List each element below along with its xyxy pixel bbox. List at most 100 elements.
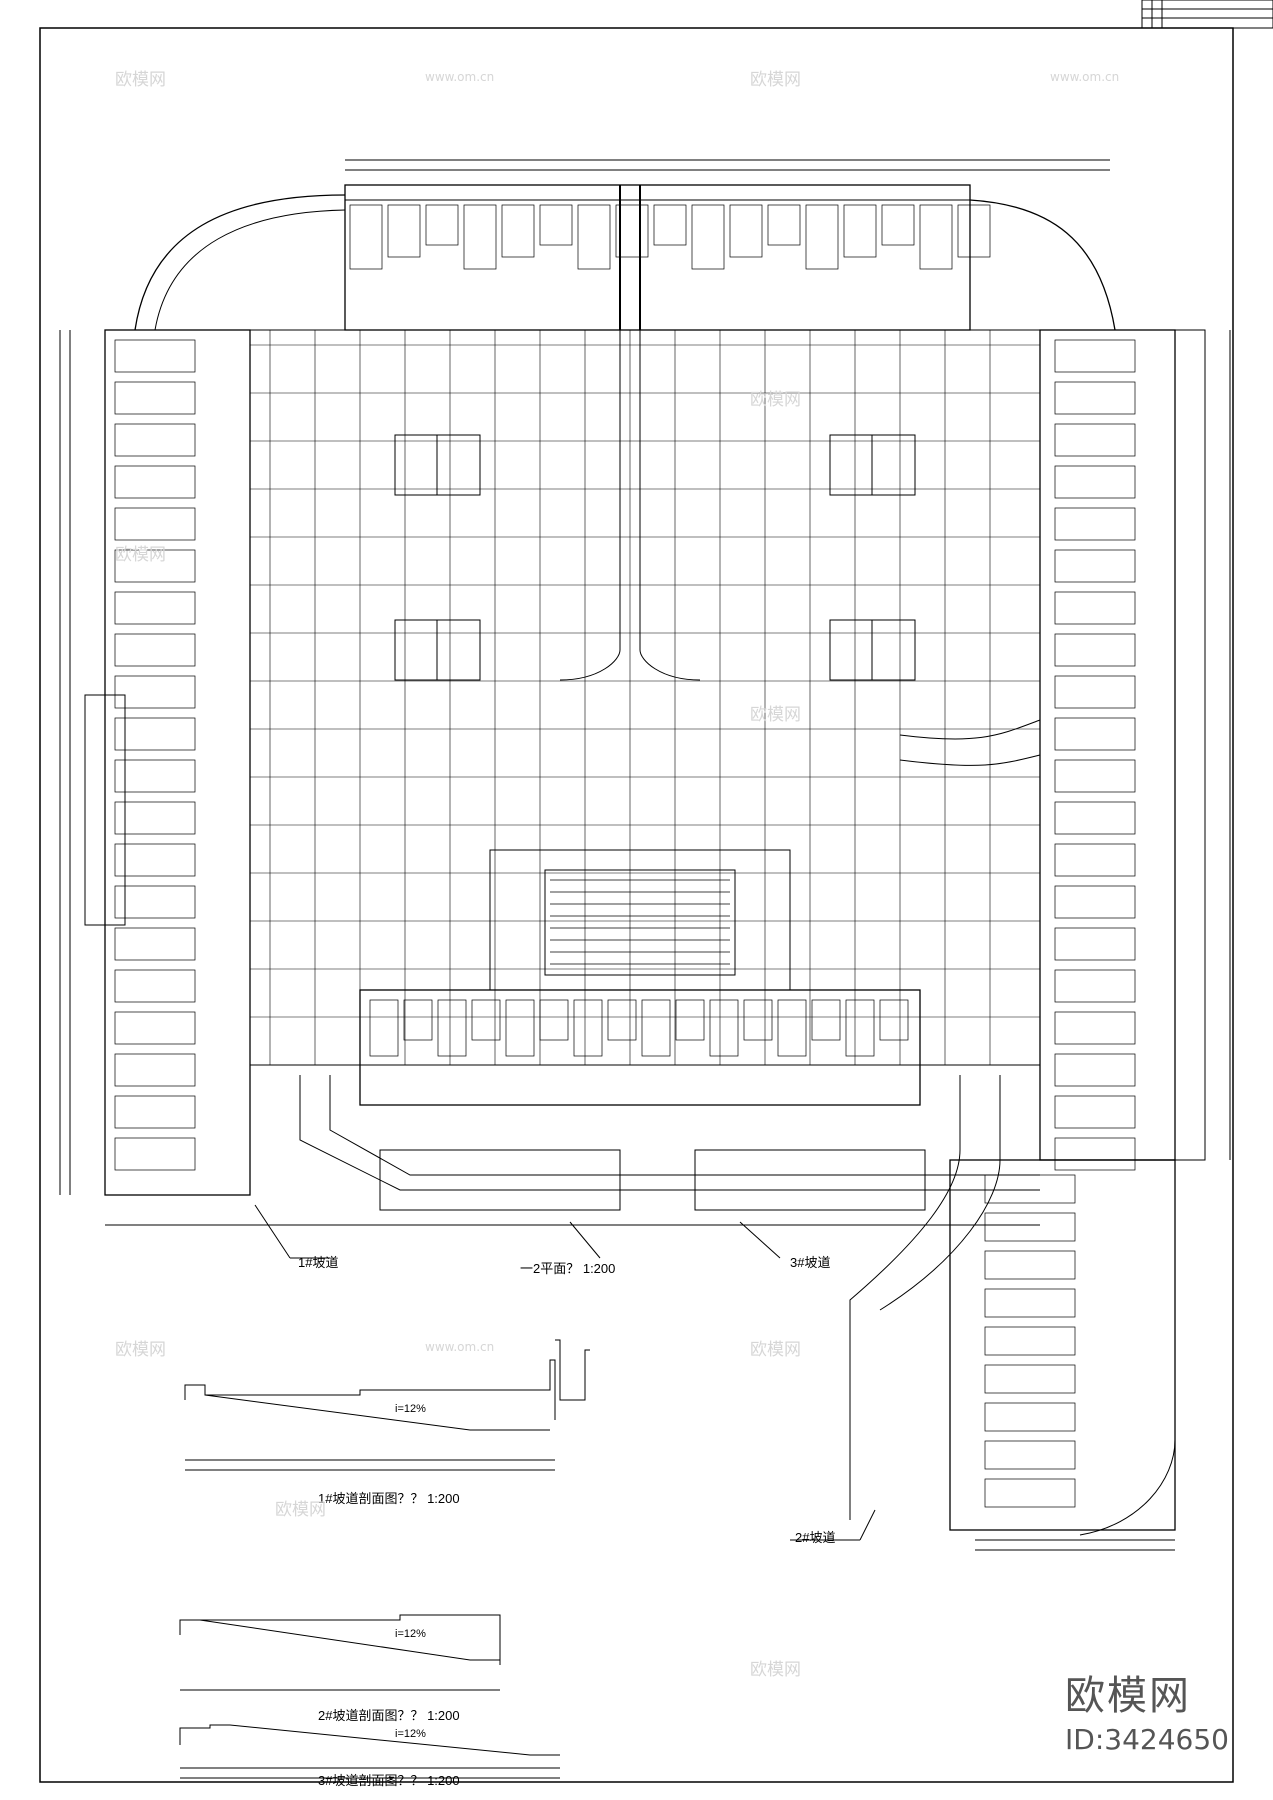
unit-room [879,999,909,1041]
plan-title: 一2平面？ 1:200 [520,1261,616,1276]
ground-floor-plan [59,159,1231,1551]
sheet-border [39,27,1234,1783]
unit-room [437,999,467,1057]
brand-name: 欧模网 [1065,1673,1192,1719]
unit-room [114,927,196,961]
unit-room [607,999,637,1041]
watermark-url: www.om.cn [1050,70,1120,84]
unit-room [1054,507,1136,541]
watermark-logo: 欧模网 [275,1500,326,1520]
column-grid [250,330,1040,1065]
unit-room [114,759,196,793]
unit-room [984,1250,1076,1280]
unit-room [691,204,725,270]
unit-room [743,999,773,1041]
unit-room [767,204,801,246]
unit-room [919,204,953,270]
unit-room [403,999,433,1041]
unit-room [539,204,573,246]
unit-room [1054,969,1136,1003]
ne-curved-corner [969,199,1116,331]
unit-room [539,999,569,1041]
unit-room [425,204,459,246]
unit-room [984,1364,1076,1394]
watermark-logo: 欧模网 [750,1660,801,1680]
unit-room [501,204,535,258]
ramp1-section [184,1339,590,1471]
ramp-3 [879,1075,1001,1311]
unit-room [114,1137,196,1171]
watermark-url: www.om.cn [425,1340,495,1354]
watermark-logo: 欧模网 [115,70,166,90]
unit-room [577,204,611,270]
unit-room [1054,1137,1136,1171]
unit-room [114,591,196,625]
ramp3-section [179,1724,560,1779]
unit-room [369,999,399,1057]
nw-curved-corner [134,194,346,331]
slope-label-1: i=12% [395,1403,426,1415]
unit-room [1054,1053,1136,1087]
unit-room [349,204,383,270]
section-title-2: 2#坡道剖面图？？ 1:200 [318,1708,460,1723]
unit-room [1054,843,1136,877]
unit-room [114,1011,196,1045]
watermark-logo: 欧模网 [750,70,801,90]
southeast-wing [949,1159,1176,1531]
unit-room [1054,1011,1136,1045]
unit-room [1054,381,1136,415]
unit-room [984,1326,1076,1356]
unit-room [845,999,875,1057]
unit-room [805,204,839,270]
section-title-3: 3#坡道剖面图？？ 1:200 [318,1773,460,1788]
watermark-logo: 欧模网 [115,545,166,565]
east-building [1039,329,1176,1161]
unit-room [1054,759,1136,793]
south-center-building [359,989,921,1106]
unit-room [811,999,841,1041]
unit-room [984,1288,1076,1318]
unit-room [114,1053,196,1087]
unit-room [114,465,196,499]
slope-label-2: i=12% [395,1628,426,1640]
unit-room [114,885,196,919]
unit-room [114,549,196,583]
pool-outline [489,849,791,991]
unit-room [1054,927,1136,961]
unit-room [114,717,196,751]
unit-room [1054,801,1136,835]
pool-inner [544,869,736,976]
unit-room [881,204,915,246]
unit-room [843,204,877,258]
brand-id: ID:3424650 [1065,1723,1229,1756]
unit-room [114,507,196,541]
unit-room [984,1212,1076,1242]
west-building [104,329,251,1196]
apartment-units [114,204,1136,1508]
unit-room [729,204,763,258]
unit-room [1054,465,1136,499]
unit-room [114,633,196,667]
unit-room [114,381,196,415]
unit-room [114,969,196,1003]
unit-room [984,1174,1076,1204]
ramp3-label: 3#坡道 [790,1255,831,1270]
brand-stamp: 欧模网 ID:3424650 [1065,1663,1229,1756]
unit-room [709,999,739,1057]
unit-room [1054,591,1136,625]
unit-room [1054,717,1136,751]
title-block [1141,0,1273,29]
unit-room [675,999,705,1041]
unit-room [1054,339,1136,373]
unit-room [653,204,687,246]
watermark-logo: 欧模网 [115,1340,166,1360]
unit-room [114,423,196,457]
watermark-url: www.om.cn [425,70,495,84]
ramp1-label: 1#坡道 [298,1255,339,1270]
unit-room [957,204,991,258]
unit-room [984,1440,1076,1470]
se-curved-corner [1079,1439,1176,1536]
section-title-1: 1#坡道剖面图？？ 1:200 [318,1491,460,1506]
unit-room [1054,1095,1136,1129]
